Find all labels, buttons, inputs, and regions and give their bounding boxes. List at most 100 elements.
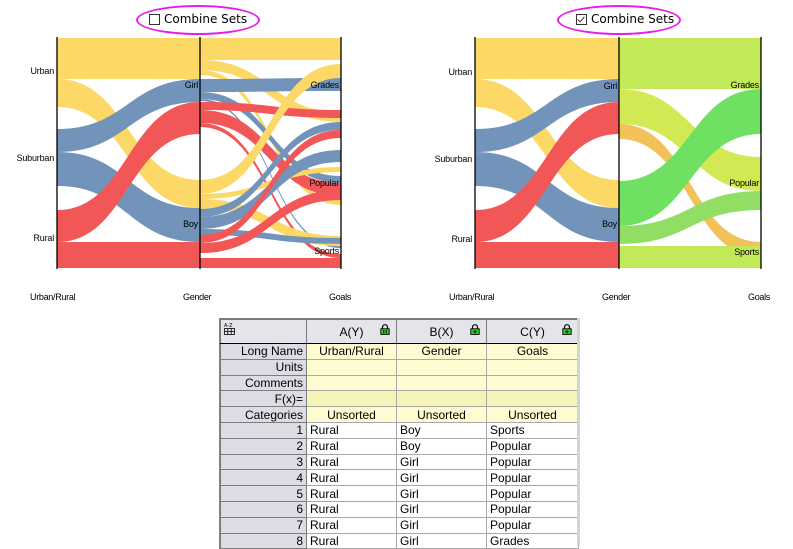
column-name: A(Y) bbox=[339, 324, 364, 339]
cell[interactable]: Boy bbox=[396, 437, 487, 455]
cell[interactable]: Goals bbox=[486, 343, 579, 360]
node-label-grades: Grades bbox=[310, 80, 340, 90]
cell[interactable]: Popular bbox=[486, 453, 579, 471]
cell[interactable] bbox=[486, 390, 579, 408]
cell[interactable]: Gender bbox=[396, 343, 487, 360]
row-number[interactable]: 8 bbox=[220, 532, 307, 549]
row-header[interactable]: Units bbox=[220, 358, 307, 376]
cell[interactable] bbox=[306, 390, 397, 408]
node-label-popular: Popular bbox=[729, 178, 759, 188]
cell[interactable]: Girl bbox=[396, 532, 487, 549]
combine-sets-checkbox[interactable] bbox=[576, 13, 587, 25]
cell[interactable]: Rural bbox=[306, 516, 397, 534]
parallel-sets-chart-right: Combine Sets Urban Suburban Rural Girl B… bbox=[0, 0, 793, 310]
axis-label-urban-rural: Urban/Rural bbox=[449, 292, 495, 302]
table-row: 6 Rural Girl Popular bbox=[220, 500, 579, 518]
table-row: 5 Rural Girl Popular bbox=[220, 485, 579, 502]
highlight-ellipse bbox=[136, 5, 260, 35]
cell[interactable]: Rural bbox=[306, 421, 397, 439]
column-name: B(X) bbox=[429, 324, 454, 339]
row-number[interactable]: 3 bbox=[220, 453, 307, 471]
node-label-urban: Urban bbox=[30, 66, 54, 76]
node-label-boy: Boy bbox=[183, 219, 198, 229]
node-label-grades: Grades bbox=[730, 80, 760, 90]
combine-sets-option-right[interactable]: Combine Sets bbox=[557, 5, 681, 35]
row-number[interactable]: 5 bbox=[220, 485, 307, 502]
cell[interactable]: Girl bbox=[396, 500, 487, 518]
row-header[interactable]: F(x)= bbox=[220, 390, 307, 408]
cell[interactable] bbox=[486, 358, 579, 376]
axis-label-goals: Goals bbox=[748, 292, 771, 302]
axis-label-gender: Gender bbox=[183, 292, 212, 302]
cell[interactable]: Girl bbox=[396, 516, 487, 534]
parallel-sets-chart-left: Combine Sets bbox=[0, 0, 400, 310]
cell[interactable]: Rural bbox=[306, 469, 397, 487]
lock-icon bbox=[380, 324, 390, 335]
node-label-girl: Girl bbox=[603, 81, 617, 91]
row-header[interactable]: Categories bbox=[220, 406, 307, 423]
node-label-girl: Girl bbox=[184, 80, 198, 90]
cell[interactable]: Girl bbox=[396, 453, 487, 471]
meta-row-comments: Comments bbox=[220, 374, 579, 392]
cell[interactable] bbox=[306, 358, 397, 376]
sheet-corner[interactable]: A-Z bbox=[220, 319, 307, 344]
svg-text:A-Z: A-Z bbox=[224, 323, 233, 329]
cell[interactable]: Popular bbox=[486, 437, 579, 455]
meta-row-fx: F(x)= bbox=[220, 390, 579, 408]
cell[interactable]: Rural bbox=[306, 500, 397, 518]
cell[interactable]: Boy bbox=[396, 421, 487, 439]
cell[interactable] bbox=[486, 374, 579, 392]
cell[interactable] bbox=[306, 374, 397, 392]
cell[interactable]: Urban/Rural bbox=[306, 343, 397, 360]
node-label-suburban: Suburban bbox=[16, 153, 55, 163]
cell[interactable]: Rural bbox=[306, 532, 397, 549]
axis-label-gender: Gender bbox=[602, 292, 631, 302]
cell[interactable]: Popular bbox=[486, 469, 579, 487]
table-row: 7 Rural Girl Popular bbox=[220, 516, 579, 534]
cell[interactable]: Girl bbox=[396, 485, 487, 502]
row-header[interactable]: Comments bbox=[220, 374, 307, 392]
axis-label-urban-rural: Urban/Rural bbox=[30, 292, 76, 302]
row-number[interactable]: 7 bbox=[220, 516, 307, 534]
cell[interactable]: Popular bbox=[486, 516, 579, 534]
vertical-scrollbar[interactable] bbox=[577, 318, 580, 546]
cell[interactable]: Unsorted bbox=[486, 406, 579, 423]
table-row: 1 Rural Boy Sports bbox=[220, 421, 579, 439]
cell[interactable] bbox=[396, 358, 487, 376]
cell[interactable]: Grades bbox=[486, 532, 579, 549]
cell[interactable]: Rural bbox=[306, 485, 397, 502]
lock-icon bbox=[562, 324, 572, 335]
column-header-c[interactable]: C(Y) bbox=[486, 319, 579, 344]
column-header-b[interactable]: B(X) bbox=[396, 319, 487, 344]
node-label-popular: Popular bbox=[309, 178, 339, 188]
column-header-a[interactable]: A(Y) bbox=[306, 319, 397, 344]
cell[interactable] bbox=[396, 390, 487, 408]
cell[interactable] bbox=[396, 374, 487, 392]
cell[interactable]: Unsorted bbox=[306, 406, 397, 423]
node-label-boy: Boy bbox=[602, 219, 617, 229]
row-number[interactable]: 4 bbox=[220, 469, 307, 487]
a-z-grid-icon: A-Z bbox=[224, 323, 235, 335]
combine-sets-option-left[interactable]: Combine Sets bbox=[136, 5, 260, 35]
column-name: C(Y) bbox=[520, 324, 545, 339]
cell[interactable]: Rural bbox=[306, 437, 397, 455]
cell[interactable]: Unsorted bbox=[396, 406, 487, 423]
row-number[interactable]: 6 bbox=[220, 500, 307, 518]
table-row: 3 Rural Girl Popular bbox=[220, 453, 579, 471]
row-header[interactable]: Long Name bbox=[220, 343, 307, 360]
meta-row-long-name: Long Name Urban/Rural Gender Goals bbox=[220, 343, 579, 360]
highlight-ellipse bbox=[557, 5, 681, 35]
meta-row-categories: Categories Unsorted Unsorted Unsorted bbox=[220, 406, 579, 423]
cell[interactable]: Girl bbox=[396, 469, 487, 487]
node-label-rural: Rural bbox=[33, 233, 54, 243]
node-label-sports: Sports bbox=[314, 246, 339, 256]
worksheet[interactable]: A-Z A(Y) B(X) C(Y) Long Name bbox=[219, 318, 579, 549]
row-number[interactable]: 2 bbox=[220, 437, 307, 455]
combine-sets-checkbox[interactable] bbox=[149, 13, 160, 25]
row-number[interactable]: 1 bbox=[220, 421, 307, 439]
cell[interactable]: Popular bbox=[486, 500, 579, 518]
cell[interactable]: Sports bbox=[486, 421, 579, 439]
table-row: 2 Rural Boy Popular bbox=[220, 437, 579, 455]
cell[interactable]: Popular bbox=[486, 485, 579, 502]
cell[interactable]: Rural bbox=[306, 453, 397, 471]
